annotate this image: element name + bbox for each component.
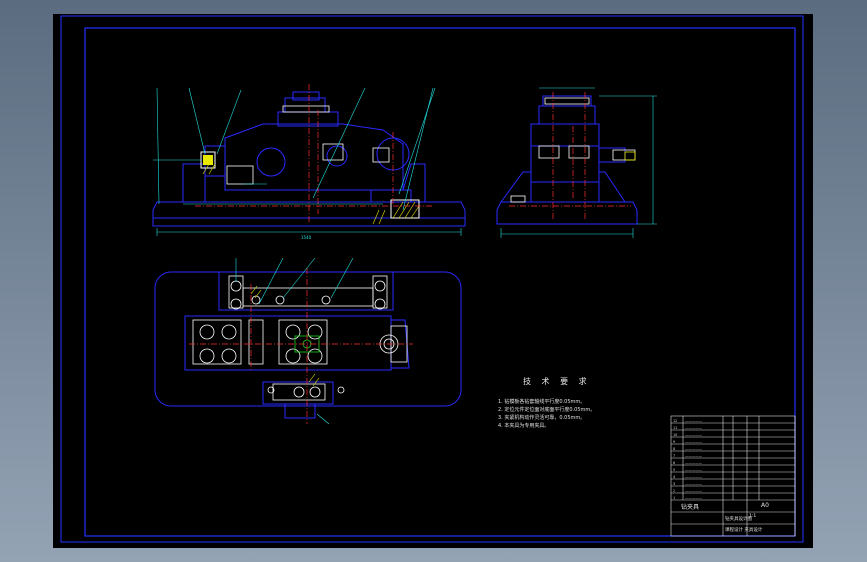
cad-drawing: 1540: [60, 15, 804, 543]
svg-text:10: 10: [673, 433, 677, 437]
requirement-item: 1. 钻模板各钻套轴线平行度0.05mm。: [498, 399, 586, 405]
svg-text:5: 5: [673, 468, 675, 472]
svg-text:4: 4: [673, 475, 675, 479]
outer-frame: [60, 15, 804, 543]
school-line: 钻夹具设计图: [725, 517, 752, 522]
hatch-area: [202, 163, 420, 225]
requirement-item: 2. 定位元件定位面对底面平行度0.05mm。: [498, 407, 596, 413]
dim-label-front-width: 1540: [301, 235, 312, 240]
title-block: [670, 415, 796, 537]
svg-text:9: 9: [673, 440, 675, 444]
plan-view-icon: [154, 271, 462, 419]
svg-text:—————: —————: [685, 496, 703, 500]
svg-text:—————: —————: [685, 482, 703, 486]
requirement-item: 3. 夹紧机构动作灵活可靠，0.05mm。: [498, 415, 586, 421]
bolt-holes-icon: [199, 280, 399, 398]
svg-text:—————: —————: [685, 461, 703, 465]
svg-text:12: 12: [673, 419, 677, 423]
svg-text:—————: —————: [685, 426, 703, 430]
scale-value: 1:1: [749, 514, 757, 519]
svg-text:3: 3: [673, 482, 675, 486]
inner-frame: [84, 27, 796, 537]
svg-text:8: 8: [673, 447, 675, 451]
requirement-item: 4. 本夹具为专用夹具。: [498, 423, 550, 429]
svg-text:—————: —————: [685, 468, 703, 472]
svg-text:—————: —————: [685, 489, 703, 493]
svg-text:—————: —————: [685, 454, 703, 458]
drawing-name: 钻夹具: [681, 504, 700, 511]
svg-text:7: 7: [673, 454, 675, 458]
side-knob-icon: [624, 151, 636, 161]
drawing-sheet: 1540: [53, 14, 813, 548]
svg-text:2: 2: [673, 489, 675, 493]
svg-text:—————: —————: [685, 475, 703, 479]
technical-requirements-title: 技 术 要 求: [523, 377, 591, 386]
bottom-caption: 课程设计 夹具设计: [725, 528, 763, 533]
svg-text:6: 6: [673, 461, 675, 465]
svg-text:—————: —————: [685, 447, 703, 451]
svg-text:—————: —————: [685, 440, 703, 444]
svg-text:—————: —————: [685, 433, 703, 437]
sheet-size: A0: [761, 502, 769, 509]
svg-text:—————: —————: [685, 419, 703, 423]
svg-text:1: 1: [673, 496, 675, 500]
svg-text:11: 11: [673, 426, 677, 430]
front-view-icon: [152, 91, 466, 227]
